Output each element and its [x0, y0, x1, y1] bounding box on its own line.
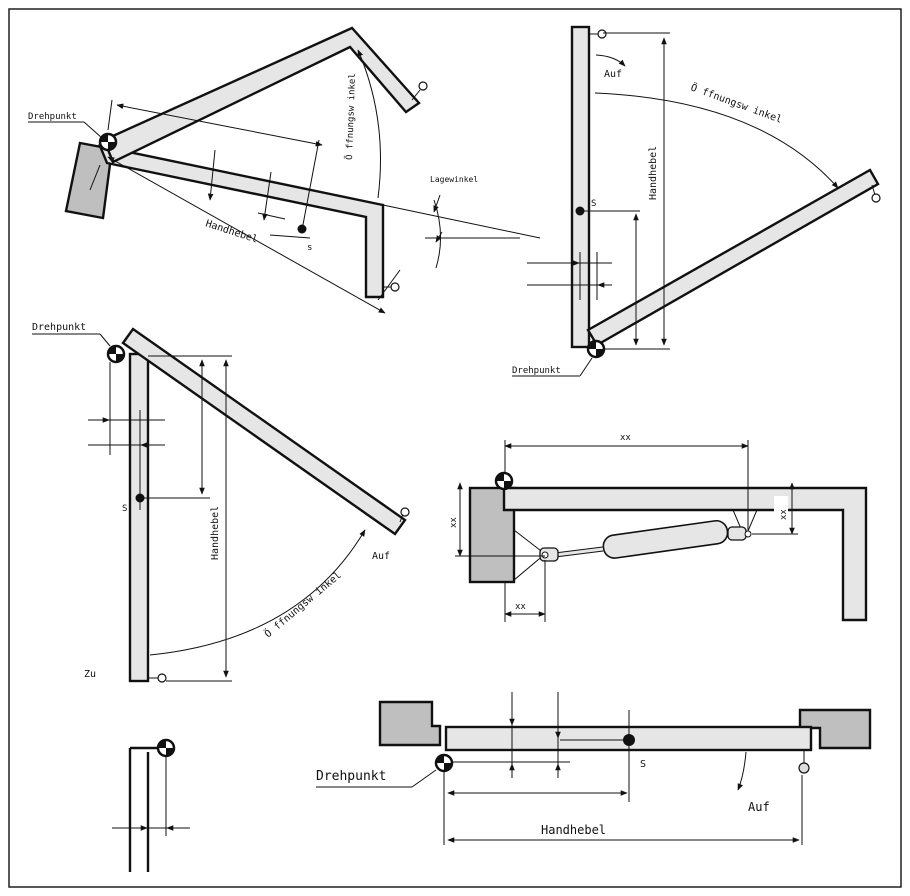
knob-icon	[597, 29, 607, 39]
open-label: Auf	[372, 551, 390, 562]
dimension-label: xx	[779, 509, 789, 520]
panel-closed	[128, 352, 150, 683]
dimension-label: xx	[515, 602, 526, 612]
left-wall-block	[378, 700, 442, 747]
lever-label: Handhebel	[648, 146, 659, 200]
pivot-label: Drehpunkt	[32, 322, 86, 333]
pivot-icon	[434, 753, 454, 773]
open-label: Auf	[748, 800, 770, 814]
lever-label: Handhebel	[210, 506, 221, 560]
center-of-gravity-icon	[297, 224, 307, 234]
gas-spring-cylinder	[602, 519, 729, 559]
dimension-label: xx	[449, 517, 459, 528]
knob-icon	[418, 81, 428, 91]
knob-icon	[798, 762, 810, 774]
panel-closed	[570, 25, 591, 349]
dimension-label: xx	[620, 433, 631, 443]
pivot-icon	[98, 132, 118, 152]
center-of-gravity-label: S	[122, 504, 127, 514]
panel-open	[121, 327, 407, 536]
knob-icon	[157, 673, 167, 683]
view-gas-spring: xx xx xx xx	[449, 433, 868, 622]
center-of-gravity-icon	[575, 206, 585, 216]
center-of-gravity-label: s	[307, 243, 312, 253]
view-horizontal-lid: S Handhebel Auf Drehpunkt	[316, 692, 872, 845]
position-angle-label: Lagewinkel	[430, 175, 478, 184]
open-label: Auf	[604, 69, 622, 80]
closed-label: Zu	[84, 669, 96, 680]
pivot-label: Drehpunkt	[512, 366, 561, 376]
pivot-icon	[156, 738, 176, 758]
view-angled-lid: s Lagewinkel Handhebel Ö ffnungsw inkel …	[28, 26, 541, 314]
pivot-label: Drehpunkt	[28, 112, 77, 122]
lid-profile	[502, 486, 868, 622]
pivot-icon	[106, 344, 126, 364]
knob-icon	[871, 193, 881, 203]
lever-label: Handhebel	[541, 823, 606, 837]
view-detail	[112, 738, 190, 872]
center-of-gravity-label: S	[640, 759, 646, 770]
center-of-gravity-label: S	[591, 199, 596, 209]
knob-icon	[400, 507, 410, 517]
pivot-icon	[586, 339, 606, 359]
opening-angle-label: Ö ffnungsw inkel	[344, 73, 358, 160]
pivot-label: Drehpunkt	[316, 769, 386, 784]
knob-icon	[390, 282, 400, 292]
pivot-icon	[494, 471, 514, 491]
